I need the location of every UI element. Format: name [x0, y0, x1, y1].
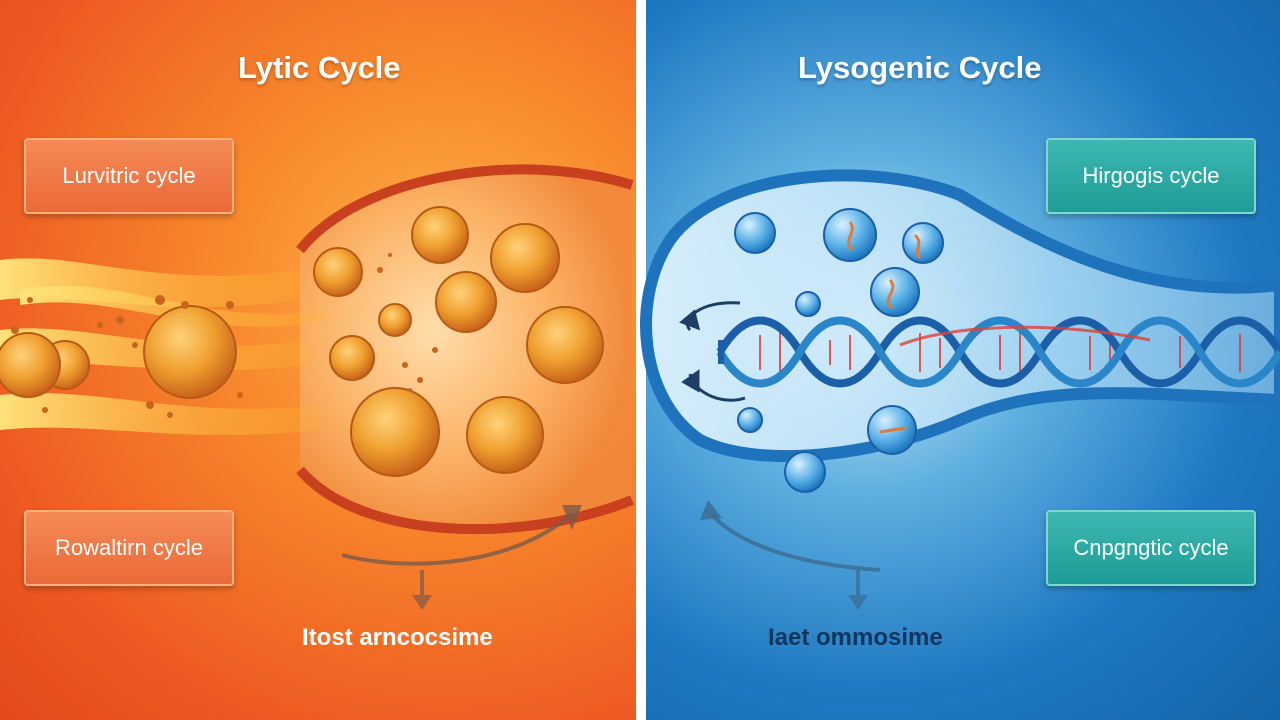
lytic-label-top: Lurvitric cycle: [24, 138, 234, 214]
virus-cells: [0, 206, 604, 477]
bacterial-host-cell: [640, 169, 1280, 463]
lytic-label-bottom: Rowaltirn cycle: [24, 510, 234, 586]
lysogenic-cycle-heading: Lysogenic Cycle: [798, 50, 1042, 85]
lytic-cycle-heading: Lytic Cycle: [238, 50, 401, 85]
panel-divider: [636, 0, 646, 720]
phage-bubbles: [734, 208, 944, 493]
dna-double-helix: [716, 316, 1280, 388]
lysogenic-cycle-arrow: [700, 500, 881, 610]
lysogenic-label-top: Hirgogis cycle: [1046, 138, 1256, 214]
lysogenic-caption: Iaet ommosime: [768, 624, 943, 651]
debris-particles: [11, 253, 438, 418]
integration-arrows: [679, 301, 746, 402]
lytic-cycle-arrow: [341, 505, 582, 610]
lysogenic-label-bottom: Cnpgngtic cycle: [1046, 510, 1256, 586]
phage-dna-fragments: [847, 221, 922, 434]
lytic-caption: Itost arncocsime: [302, 624, 493, 651]
